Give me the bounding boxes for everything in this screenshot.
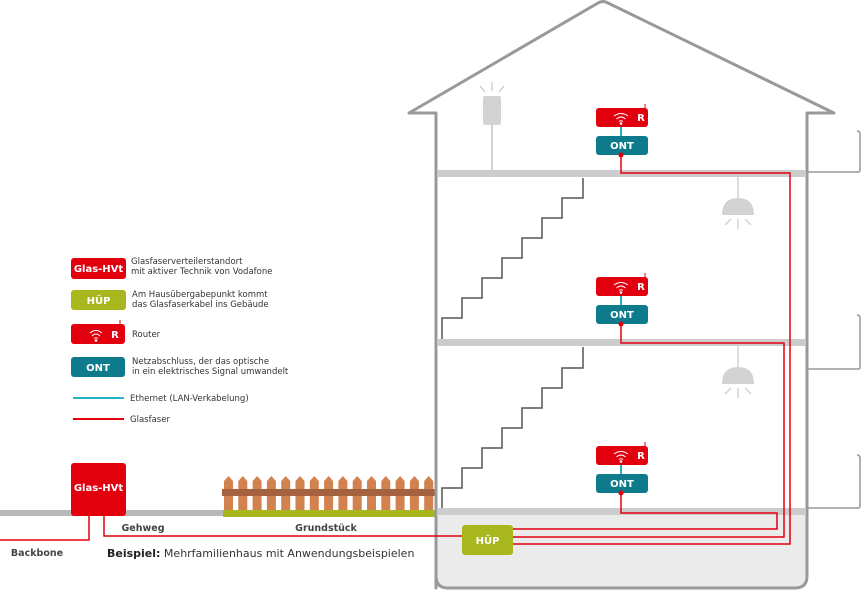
- ont-label: ONT: [610, 479, 634, 490]
- floor-device-group: R ONT: [596, 104, 648, 158]
- huep-box[interactable]: HÜP: [462, 525, 513, 555]
- staircase-lower: [441, 347, 584, 508]
- grundstueck-label: Grundstück: [295, 523, 357, 534]
- legend-badge: ONT: [86, 363, 110, 374]
- legend-badge: Glas-HVt: [74, 264, 124, 275]
- ont-device[interactable]: [596, 305, 648, 324]
- legend-badge: HÜP: [87, 293, 111, 307]
- house-outline: [407, 0, 836, 590]
- fence-rail: [222, 489, 436, 496]
- legend-badge: R: [111, 330, 119, 341]
- legend-text: Glasfaser: [130, 415, 170, 425]
- ceiling-lamp-icon: [722, 177, 754, 229]
- neighbor-bracket: [808, 130, 861, 173]
- legend-item-ont: ONT Netzabschluss, der das optische in e…: [71, 357, 289, 377]
- legend-item-ethernet: Ethernet (LAN-Verkabelung): [73, 394, 249, 404]
- backbone-label: Backbone: [11, 548, 63, 559]
- fiber-cabling: [0, 156, 791, 545]
- fiber-port: [618, 490, 624, 496]
- basement: [436, 513, 807, 588]
- attic-device-icon: [479, 82, 505, 170]
- legend-text: mit aktiver Technik von Vodafone: [131, 267, 272, 277]
- ont-device[interactable]: [596, 474, 648, 493]
- wifi-icon: [613, 282, 629, 294]
- staircase-upper: [441, 178, 584, 339]
- router-label: R: [637, 451, 645, 462]
- router-label: R: [637, 282, 645, 293]
- router-label: R: [637, 113, 645, 124]
- caption-text: Mehrfamilienhaus mit Anwendungsbeispiele…: [160, 547, 414, 560]
- legend-item-huep: HÜP Am Hausübergabepunkt kommt das Glasf…: [71, 290, 269, 310]
- huep-label: HÜP: [476, 533, 500, 547]
- ont-label: ONT: [610, 141, 634, 152]
- caption: Beispiel: Mehrfamilienhaus mit Anwendung…: [107, 547, 414, 560]
- legend-text: Am Hausübergabepunkt kommt: [132, 290, 268, 300]
- legend-item-router: R Router: [71, 320, 161, 344]
- ont-label: ONT: [610, 310, 634, 321]
- legend-item-fiber: Glasfaser: [73, 415, 170, 425]
- neighbor-bracket: [808, 454, 861, 509]
- glas-hvt-box[interactable]: Glas-HVt: [71, 463, 126, 516]
- legend-text: Router: [132, 330, 161, 340]
- floor-device-group: R ONT: [596, 273, 648, 327]
- legend-text: das Glasfaserkabel ins Gebäude: [132, 300, 269, 310]
- wifi-icon: [613, 113, 629, 125]
- legend: Glas-HVt Glasfaserverteilerstandort mit …: [71, 257, 289, 425]
- ceiling-lamp-icon: [722, 346, 754, 398]
- fence: [222, 476, 436, 510]
- glas-hvt-label: Glas-HVt: [74, 483, 124, 494]
- legend-text: in ein elektrisches Signal umwandelt: [132, 367, 289, 377]
- legend-text: Ethernet (LAN-Verkabelung): [130, 394, 249, 404]
- legend-item-glas-hvt: Glas-HVt Glasfaserverteilerstandort mit …: [71, 257, 272, 279]
- floor-device-group: R ONT: [596, 442, 648, 496]
- fiber-port: [618, 152, 624, 158]
- legend-text: Netzabschluss, der das optische: [132, 357, 269, 367]
- neighbor-bracket: [808, 314, 861, 370]
- property-grass: [223, 510, 436, 517]
- wifi-icon: [613, 451, 629, 463]
- gehweg-label: Gehweg: [121, 523, 164, 534]
- ont-device[interactable]: [596, 136, 648, 155]
- fiber-port: [618, 321, 624, 327]
- legend-text: Glasfaserverteilerstandort: [131, 257, 243, 267]
- caption-bold: Beispiel:: [107, 547, 160, 560]
- wifi-icon: [89, 330, 103, 342]
